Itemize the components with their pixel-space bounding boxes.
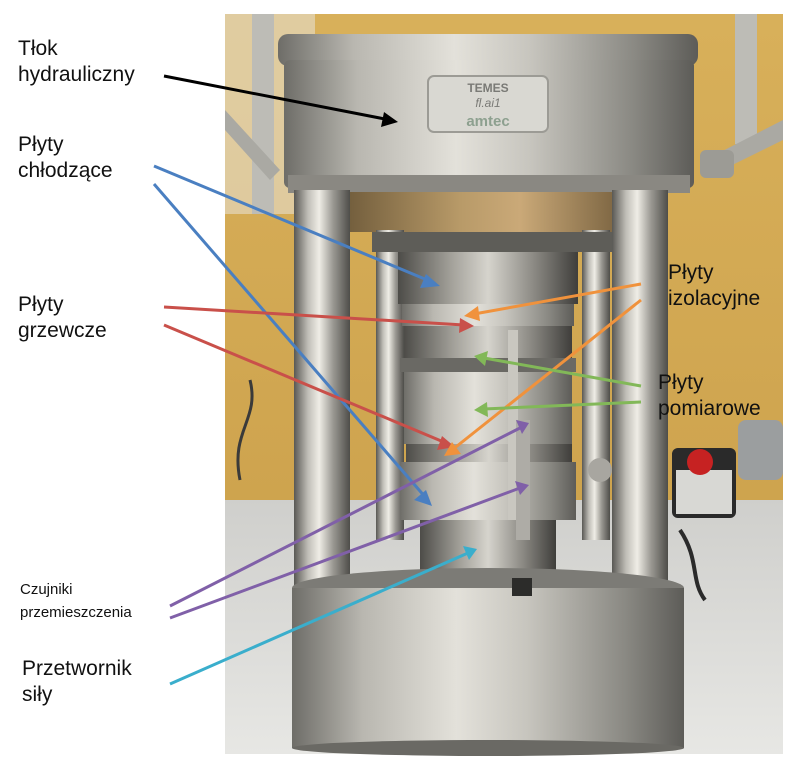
label-force-transducer: Przetwornik siły (22, 656, 132, 709)
label-cooling-plates-line-2: chłodzące (18, 159, 113, 183)
label-cooling-plates-line-1: Płyty (18, 133, 64, 156)
label-measuring-plates: Płyty pomiarowe (658, 370, 761, 423)
label-displacement-sensors-line-2: przemieszczenia (20, 604, 132, 622)
label-heating-plates: Płyty grzewcze (18, 292, 107, 345)
label-measuring-plates-line-1: Płyty (658, 371, 704, 394)
label-measuring-plates-line-2: pomiarowe (658, 397, 761, 421)
label-hydraulic-piston-line-2: hydrauliczny (18, 63, 135, 87)
nameplate-line-1: TEMES (467, 81, 508, 95)
label-force-transducer-line-1: Przetwornik (22, 657, 132, 680)
label-heating-plates-line-2: grzewcze (18, 319, 107, 343)
label-insulating-plates-line-1: Płyty (668, 261, 714, 284)
label-hydraulic-piston-line-1: Tłok (18, 37, 58, 60)
label-heating-plates-line-1: Płyty (18, 293, 64, 316)
nameplate-line-3: amtec (466, 113, 509, 130)
annotation-arrows (152, 74, 642, 686)
label-displacement-sensors-line-1: Czujniki (20, 581, 73, 598)
label-hydraulic-piston: Tłok hydrauliczny (18, 36, 135, 89)
label-insulating-plates: Płyty izolacyjne (668, 260, 760, 313)
nameplate-line-2: fl.ai1 (475, 96, 500, 110)
label-cooling-plates: Płyty chłodzące (18, 132, 113, 185)
label-force-transducer-line-2: siły (22, 683, 53, 707)
label-displacement-sensors: Czujniki przemieszczenia (20, 578, 132, 625)
label-insulating-plates-line-2: izolacyjne (668, 287, 761, 311)
